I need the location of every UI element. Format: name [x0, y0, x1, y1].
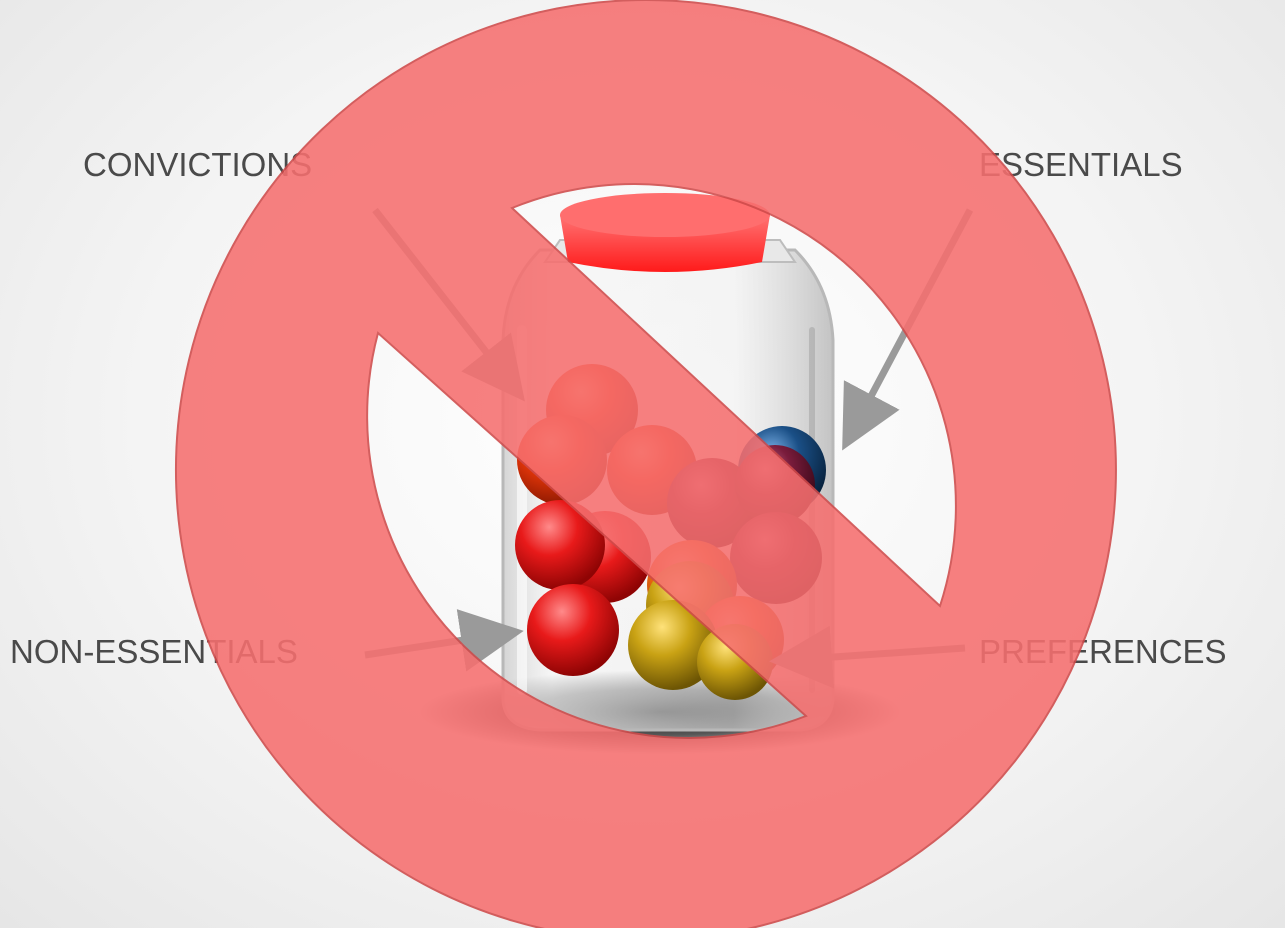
essentials-arrow	[852, 210, 970, 432]
preferences-arrow	[790, 648, 965, 660]
preferences-label: PREFERENCES	[979, 635, 1227, 668]
convictions-arrow	[375, 210, 512, 385]
essentials-label: ESSENTIALS	[979, 148, 1183, 181]
non-essentials-arrow	[365, 634, 503, 655]
convictions-label: CONVICTIONS	[83, 148, 312, 181]
non-essentials-label: NON-ESSENTIALS	[10, 635, 298, 668]
